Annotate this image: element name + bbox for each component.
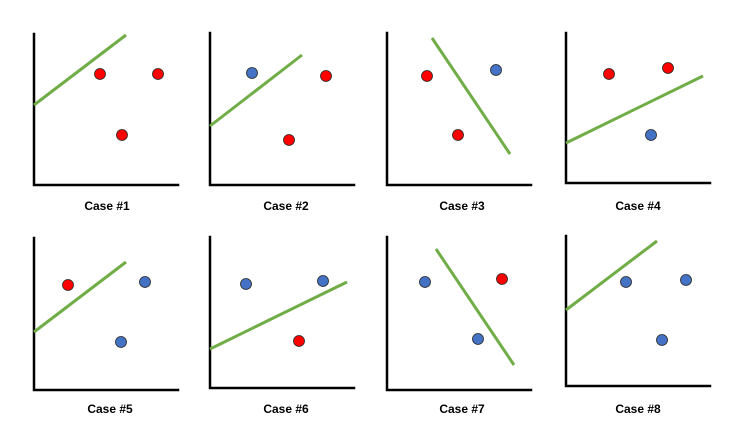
blue-point-8-2 <box>680 274 692 286</box>
case-panel-8: Case #8 <box>564 234 712 416</box>
separator-line-6 <box>209 280 348 351</box>
blue-point-3-2 <box>490 64 502 76</box>
case-label-8: Case #8 <box>615 402 661 416</box>
axes-2 <box>208 31 356 187</box>
case-panel-7: Case #7 <box>385 235 533 416</box>
separator-line-7 <box>434 248 516 366</box>
blue-point-5-3 <box>115 336 127 348</box>
red-point-4-2 <box>662 62 674 74</box>
blue-point-5-2 <box>139 276 151 288</box>
case-panel-6: Case #6 <box>208 235 356 416</box>
separator-line-4 <box>565 74 704 145</box>
case-panel-2: Case #2 <box>208 31 356 213</box>
case-label-5: Case #5 <box>87 402 133 416</box>
axes-4 <box>564 31 712 185</box>
red-point-6-3 <box>293 335 305 347</box>
case-label-1: Case #1 <box>84 199 130 213</box>
blue-point-6-1 <box>240 278 252 290</box>
blue-point-7-1 <box>419 276 431 288</box>
case-panel-3: Case #3 <box>385 31 533 213</box>
red-point-1-2 <box>152 68 164 80</box>
red-point-7-2 <box>496 273 508 285</box>
red-point-3-3 <box>452 129 464 141</box>
red-point-1-3 <box>116 129 128 141</box>
red-point-5-1 <box>62 279 74 291</box>
blue-point-4-3 <box>645 129 657 141</box>
blue-point-8-1 <box>620 276 632 288</box>
case-label-6: Case #6 <box>263 402 309 416</box>
blue-point-6-2 <box>317 275 329 287</box>
case-label-7: Case #7 <box>439 402 485 416</box>
blue-point-2-1 <box>246 67 258 79</box>
axes-1 <box>32 32 180 187</box>
case-label-3: Case #3 <box>439 199 485 213</box>
axes-5 <box>32 236 180 392</box>
case-label-4: Case #4 <box>615 199 661 213</box>
case-panel-5: Case #5 <box>32 236 180 416</box>
separator-line-2 <box>209 53 303 128</box>
red-point-3-1 <box>421 70 433 82</box>
separator-line-5 <box>33 260 127 334</box>
axes-6 <box>208 235 356 390</box>
red-point-1-1 <box>94 68 106 80</box>
case-panel-1: Case #1 <box>32 32 180 213</box>
separator-line-1 <box>33 33 127 107</box>
blue-point-8-3 <box>656 334 668 346</box>
separator-line-8 <box>565 239 658 312</box>
case-label-2: Case #2 <box>263 199 309 213</box>
axes-7 <box>385 235 533 392</box>
axes-8 <box>564 234 712 388</box>
blue-point-7-3 <box>472 333 484 345</box>
axes-3 <box>385 31 533 187</box>
red-point-2-3 <box>283 134 295 146</box>
red-point-2-2 <box>320 70 332 82</box>
red-point-4-1 <box>603 68 615 80</box>
panel-grid: Case #1 Case #2 Case #3 Case #4 Case #5 Case … <box>32 31 712 416</box>
case-panel-4: Case #4 <box>564 31 712 213</box>
separator-line-3 <box>430 37 512 155</box>
